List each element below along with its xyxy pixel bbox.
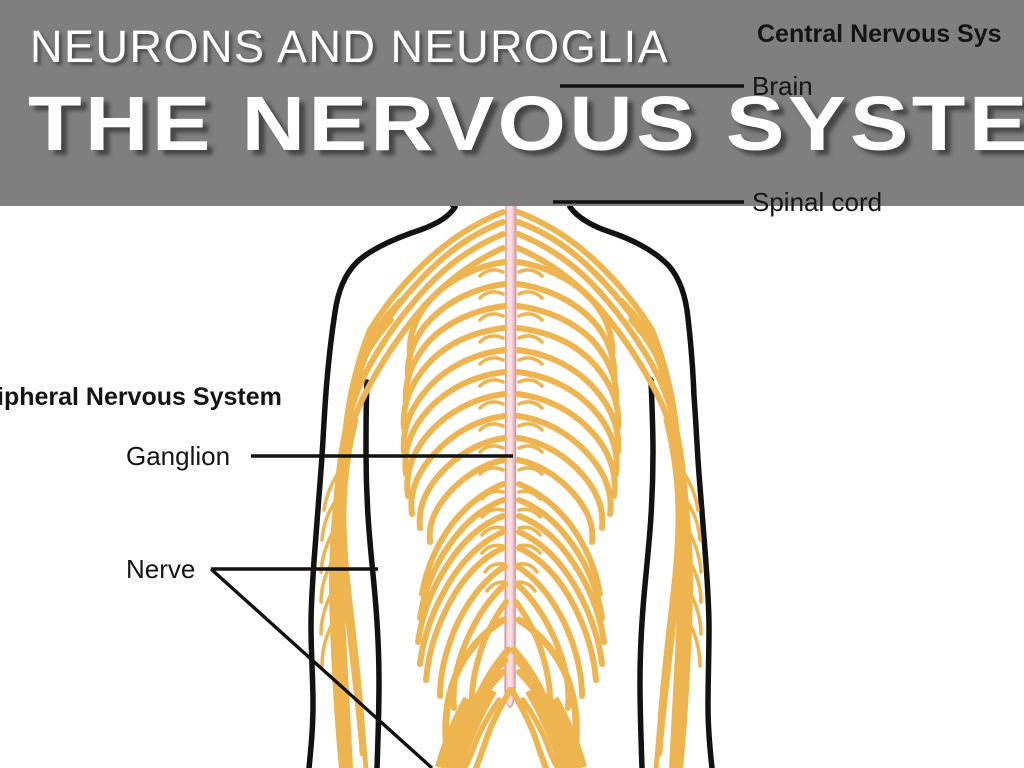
- spinal-cord: [504, 148, 517, 708]
- label-central-nervous-system: Central Nervous Sys: [757, 20, 1002, 48]
- label-spinal-cord: Spinal cord: [752, 187, 883, 217]
- label-nerve: Nerve: [126, 554, 196, 584]
- slide-title: THE NERVOUS SYSTEM: [28, 81, 1024, 167]
- slide-subtitle: NEURONS AND NEUROGLIA: [30, 21, 670, 72]
- label-ganglion: Ganglion: [126, 441, 231, 471]
- label-brain: Brain: [752, 71, 813, 101]
- label-peripheral-nervous-system: ipheral Nervous System: [0, 383, 282, 411]
